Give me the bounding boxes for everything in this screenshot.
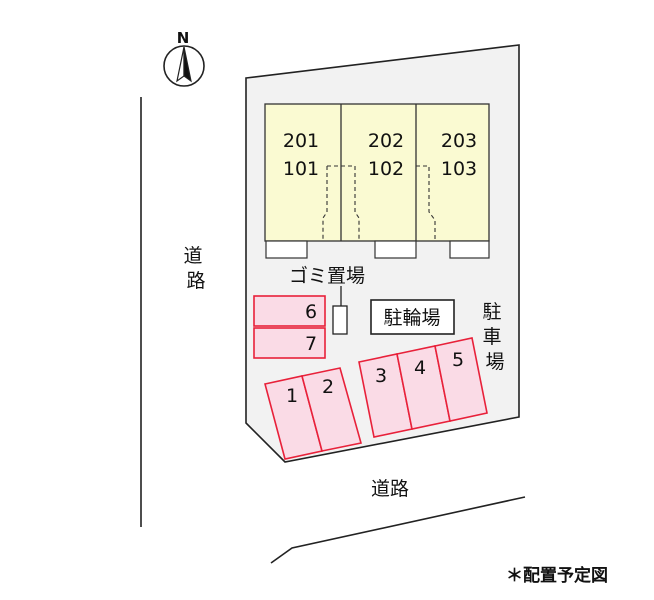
step-box [374,240,417,259]
bicycle-parking-box [370,299,455,335]
building-outline [264,103,490,242]
parking-space-group: 1 2 [264,367,363,460]
bicycle-parking-label: 駐輪場 [383,307,440,329]
north-arrow-icon: N [163,29,205,87]
parking-space-number: 3 [375,365,387,387]
road-west-label: 道 路 [183,245,208,292]
stair-outline [416,165,436,240]
layout-note: ＊配置予定図 [506,565,608,586]
parking-space [253,295,326,327]
parking-space [301,367,363,452]
parking-space [253,327,326,359]
compass-north-label: N [177,29,190,47]
parking-label: 駐 車 場 [482,301,507,373]
building: 201 101 202 102 203 103 [264,103,490,259]
parking-space-number: 5 [452,349,464,371]
stair-outline [322,165,360,240]
step-box [449,240,490,259]
unit-upper-label: 202 [368,130,404,152]
parking-space-number: 7 [305,333,317,355]
unit-lower-label: 101 [283,158,319,180]
step-box [265,240,308,259]
parking-space-group: 3 4 5 [358,337,488,438]
parking-space [434,337,488,422]
parking-space-group: 6 7 [253,295,326,359]
garbage-area-label: ゴミ置場 [289,265,365,287]
parking-space-number: 1 [286,385,298,407]
road-south-line [270,496,526,564]
parking-space-number: 6 [305,301,317,323]
road-south-label: 道路 [371,478,409,500]
garbage-box [332,305,348,335]
unit-upper-label: 203 [441,130,477,152]
parking-space-number: 2 [322,376,334,398]
unit-lower-label: 103 [441,158,477,180]
unit-lower-label: 102 [368,158,404,180]
unit-upper-label: 201 [283,130,319,152]
parking-space-number: 4 [414,357,426,379]
